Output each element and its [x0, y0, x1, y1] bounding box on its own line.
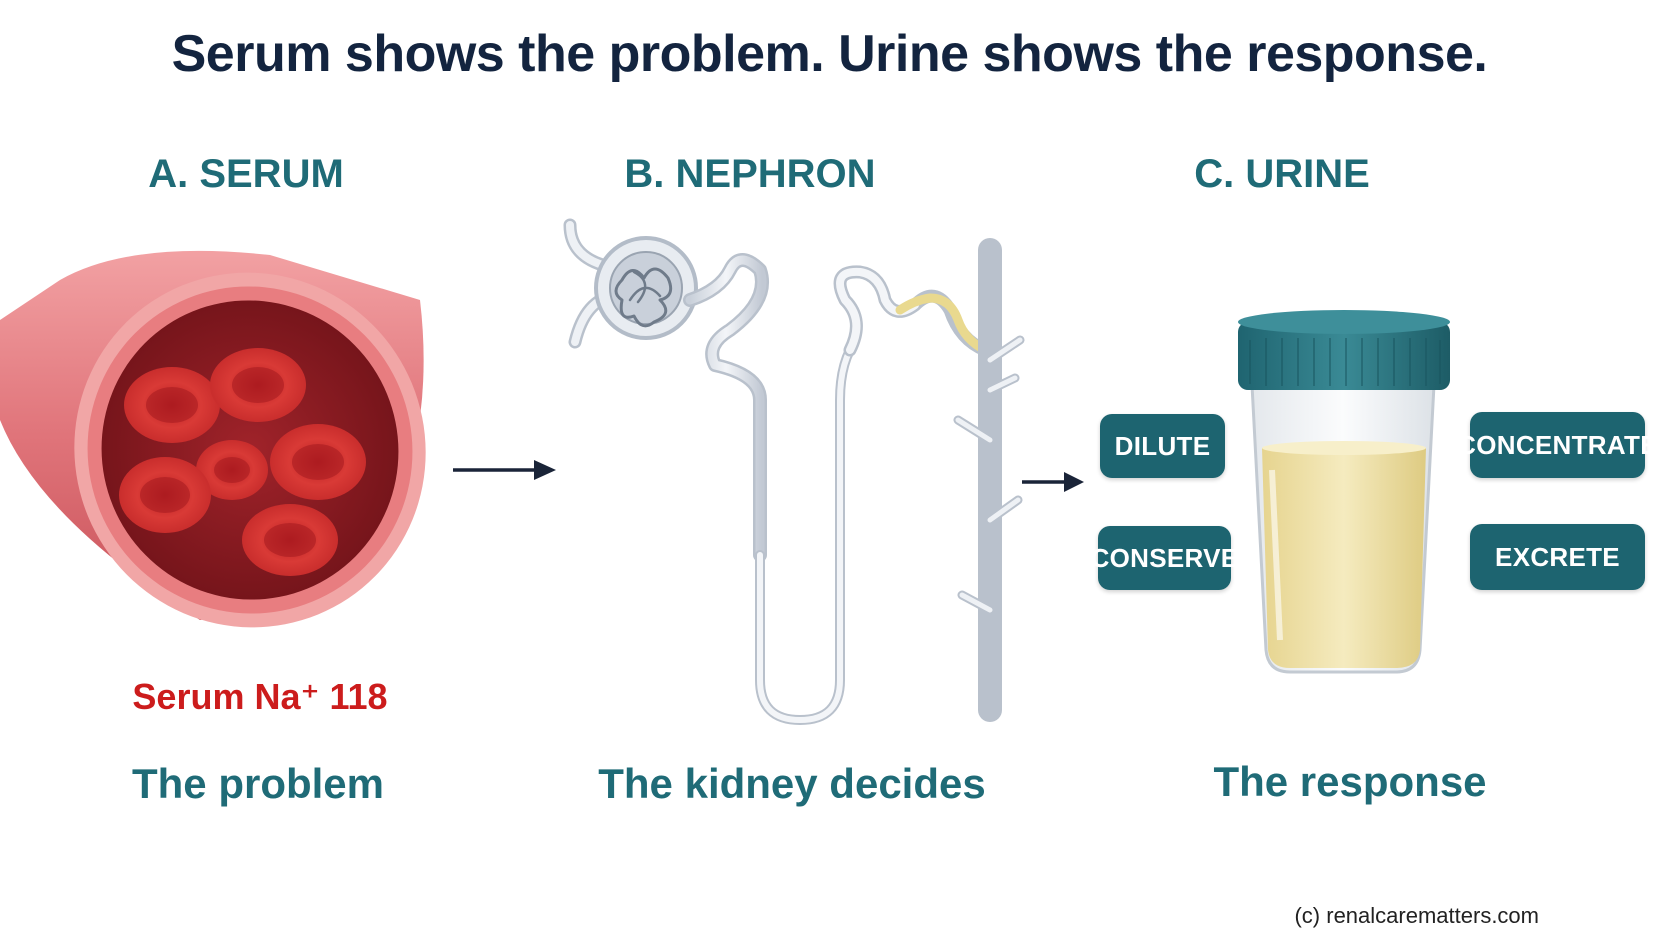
red-blood-cell-icon [196, 440, 268, 500]
arrow-right-icon [1022, 472, 1084, 492]
page-title: Serum shows the problem. Urine shows the… [171, 25, 1488, 83]
heading-nephron: B. NEPHRON [624, 152, 876, 196]
dilute-label: DILUTE [1100, 414, 1225, 478]
caption-nephron: The kidney decides [598, 760, 986, 807]
red-blood-cell-icon [119, 457, 211, 533]
red-blood-cell-icon [210, 348, 306, 422]
red-blood-cell-icon [270, 424, 366, 500]
copyright-text: (c) renalcarematters.com [1294, 903, 1539, 928]
caption-urine: The response [1213, 758, 1487, 805]
arrow-right-icon [453, 460, 556, 480]
caption-serum: The problem [131, 760, 385, 807]
red-blood-cell-icon [124, 367, 220, 443]
blood-vessel-illustration [0, 250, 426, 628]
urine-cup-illustration [1238, 310, 1450, 674]
concentrate-label: CONCENTRATE [1457, 412, 1658, 478]
nephron-illustration [563, 218, 1025, 725]
excrete-label: EXCRETE [1470, 524, 1645, 590]
serum-sodium-value: Serum Na⁺ 118 [132, 676, 388, 717]
red-blood-cell-icon [242, 504, 338, 576]
heading-serum: A. SERUM [148, 152, 344, 196]
heading-urine: C. URINE [1194, 152, 1370, 196]
conserve-label: CONSERVE [1091, 526, 1238, 590]
